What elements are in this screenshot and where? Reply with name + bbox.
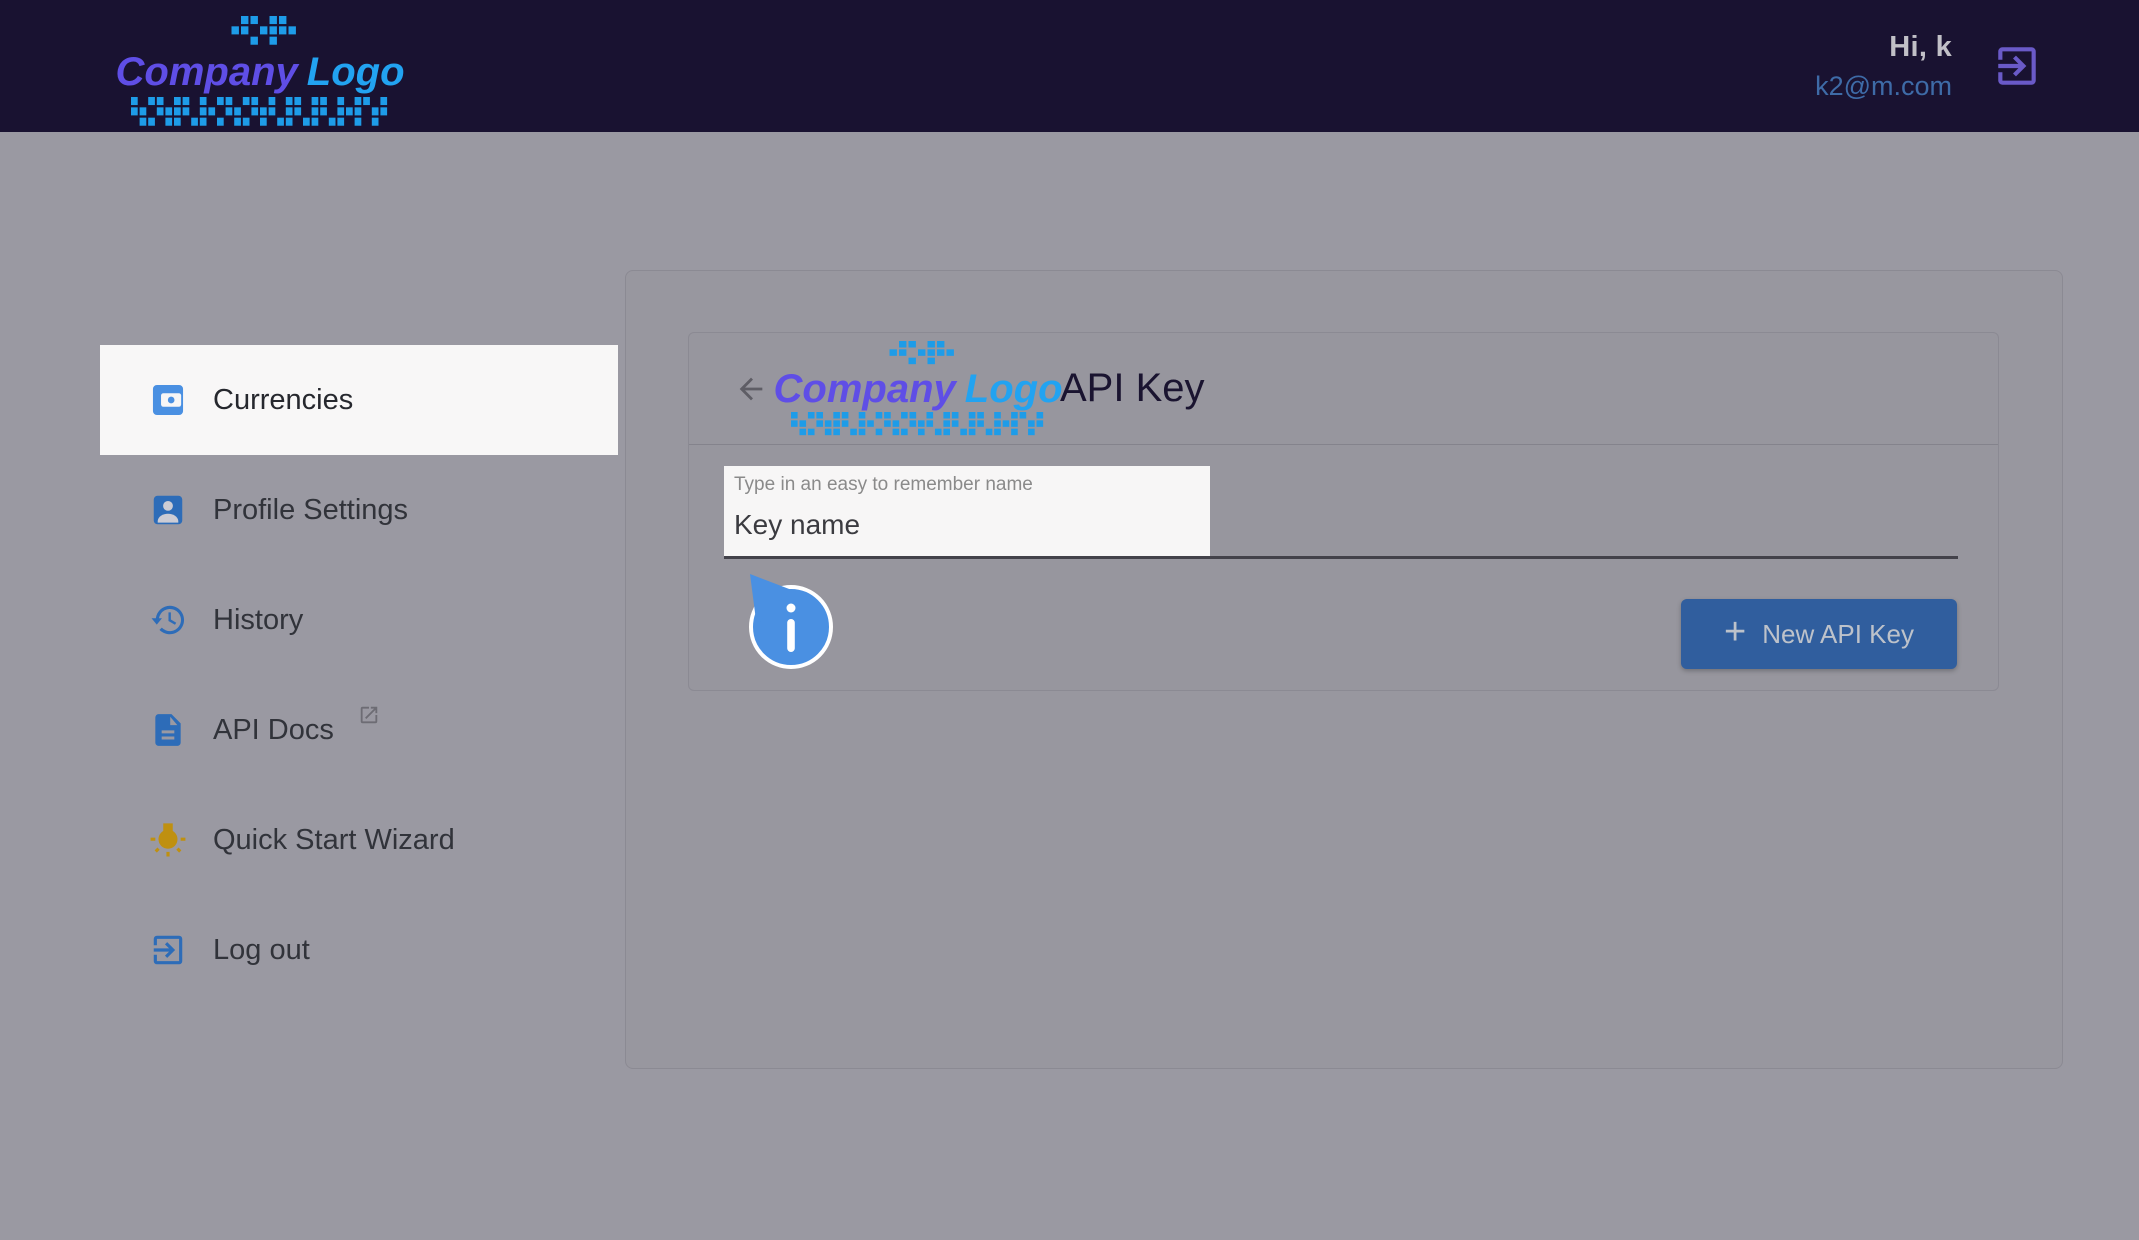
- logo-word-company: Company: [115, 50, 298, 94]
- info-hint-bubble[interactable]: [743, 570, 839, 676]
- exit-icon: [149, 931, 187, 969]
- back-arrow-icon: [739, 377, 763, 400]
- logo-pixel-decoration-bottom: [131, 97, 388, 126]
- sidebar-item-currencies[interactable]: Currencies: [100, 345, 618, 455]
- sidebar-nav: Currencies Profile Settings History API …: [100, 345, 618, 1005]
- key-name-input[interactable]: [734, 509, 1194, 541]
- document-icon: [149, 711, 187, 749]
- page-title: API Key: [1060, 366, 1205, 410]
- lightbulb-icon: [149, 821, 187, 859]
- user-email: k2@m.com: [1815, 70, 1952, 101]
- card-body: Type in an easy to remember name + New A…: [689, 445, 1998, 690]
- key-name-field-label: Type in an easy to remember name: [734, 474, 1033, 495]
- back-button[interactable]: [734, 372, 768, 406]
- logo-word-logo: Logo: [306, 50, 405, 94]
- exit-icon: [1998, 47, 2036, 85]
- logo-word-logo: Logo: [964, 366, 1063, 411]
- sidebar-item-log-out[interactable]: Log out: [100, 895, 618, 1005]
- sidebar-item-label: API Docs: [213, 713, 334, 746]
- user-greeting: Hi, k: [1889, 30, 1952, 63]
- person-icon: [149, 491, 187, 529]
- logo-pixel-decoration-top: [231, 16, 296, 45]
- history-icon: [149, 601, 187, 639]
- input-underline: [724, 556, 1958, 559]
- sidebar-item-label: Profile Settings: [213, 493, 409, 526]
- sidebar-item-label: Currencies: [213, 383, 354, 416]
- header-user-area: Hi, k k2@m.com: [1815, 0, 2042, 132]
- logout-icon-button[interactable]: [1992, 41, 2042, 91]
- logo-word-company: Company: [773, 366, 956, 411]
- sidebar-item-label: History: [213, 603, 304, 636]
- open-in-new-icon: [358, 704, 380, 726]
- sidebar-item-history[interactable]: History: [100, 565, 618, 675]
- wallet-icon: [149, 381, 187, 419]
- sidebar-item-api-docs[interactable]: API Docs: [100, 675, 618, 785]
- sidebar-item-quick-start-wizard[interactable]: Quick Start Wizard: [100, 785, 618, 895]
- new-api-key-label: New API Key: [1762, 618, 1914, 649]
- sidebar-item-profile-settings[interactable]: Profile Settings: [100, 455, 618, 565]
- info-icon: [749, 574, 833, 669]
- logo-pixel-decoration-bottom: [791, 411, 1044, 435]
- user-info: Hi, k k2@m.com: [1815, 31, 1952, 102]
- logo-pixel-decoration-top: [889, 340, 954, 364]
- key-name-field-highlight: Type in an easy to remember name: [724, 466, 1210, 559]
- new-api-key-button[interactable]: + New API Key: [1681, 599, 1957, 669]
- sidebar-item-label: Quick Start Wizard: [213, 823, 455, 856]
- sidebar-item-label: Log out: [213, 933, 310, 966]
